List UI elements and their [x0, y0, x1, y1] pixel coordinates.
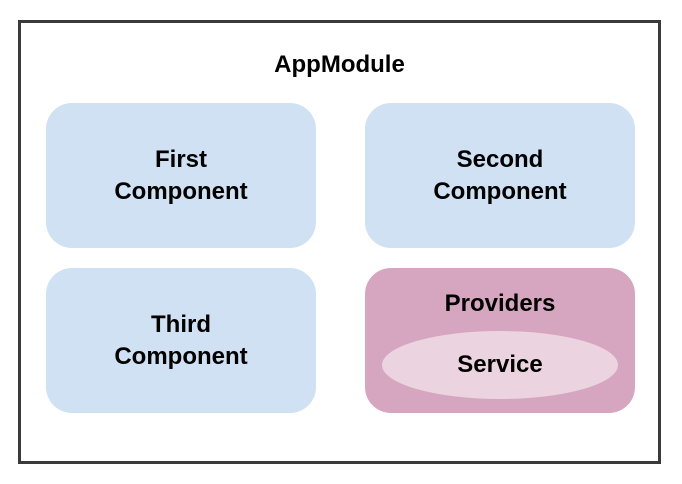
app-module-container: AppModule First Component Second Compone… [18, 20, 661, 464]
app-module-title: AppModule [274, 51, 405, 78]
third-component-box: Third Component [46, 268, 316, 413]
second-component-box: Second Component [365, 103, 635, 248]
providers-box: Providers Service [365, 268, 635, 413]
first-component-label-line2: Component [114, 177, 248, 205]
first-component-label-line1: First [154, 145, 207, 173]
second-component-label-line2: Component [433, 177, 567, 205]
third-component-label-line2: Component [114, 342, 248, 370]
third-component-label-line1: Third [151, 310, 211, 338]
second-component-label-line1: Second [456, 145, 544, 173]
providers-title: Providers [444, 290, 556, 317]
service-ellipse: Service [382, 331, 618, 399]
first-component-box: First Component [46, 103, 316, 248]
service-label: Service [457, 351, 543, 378]
